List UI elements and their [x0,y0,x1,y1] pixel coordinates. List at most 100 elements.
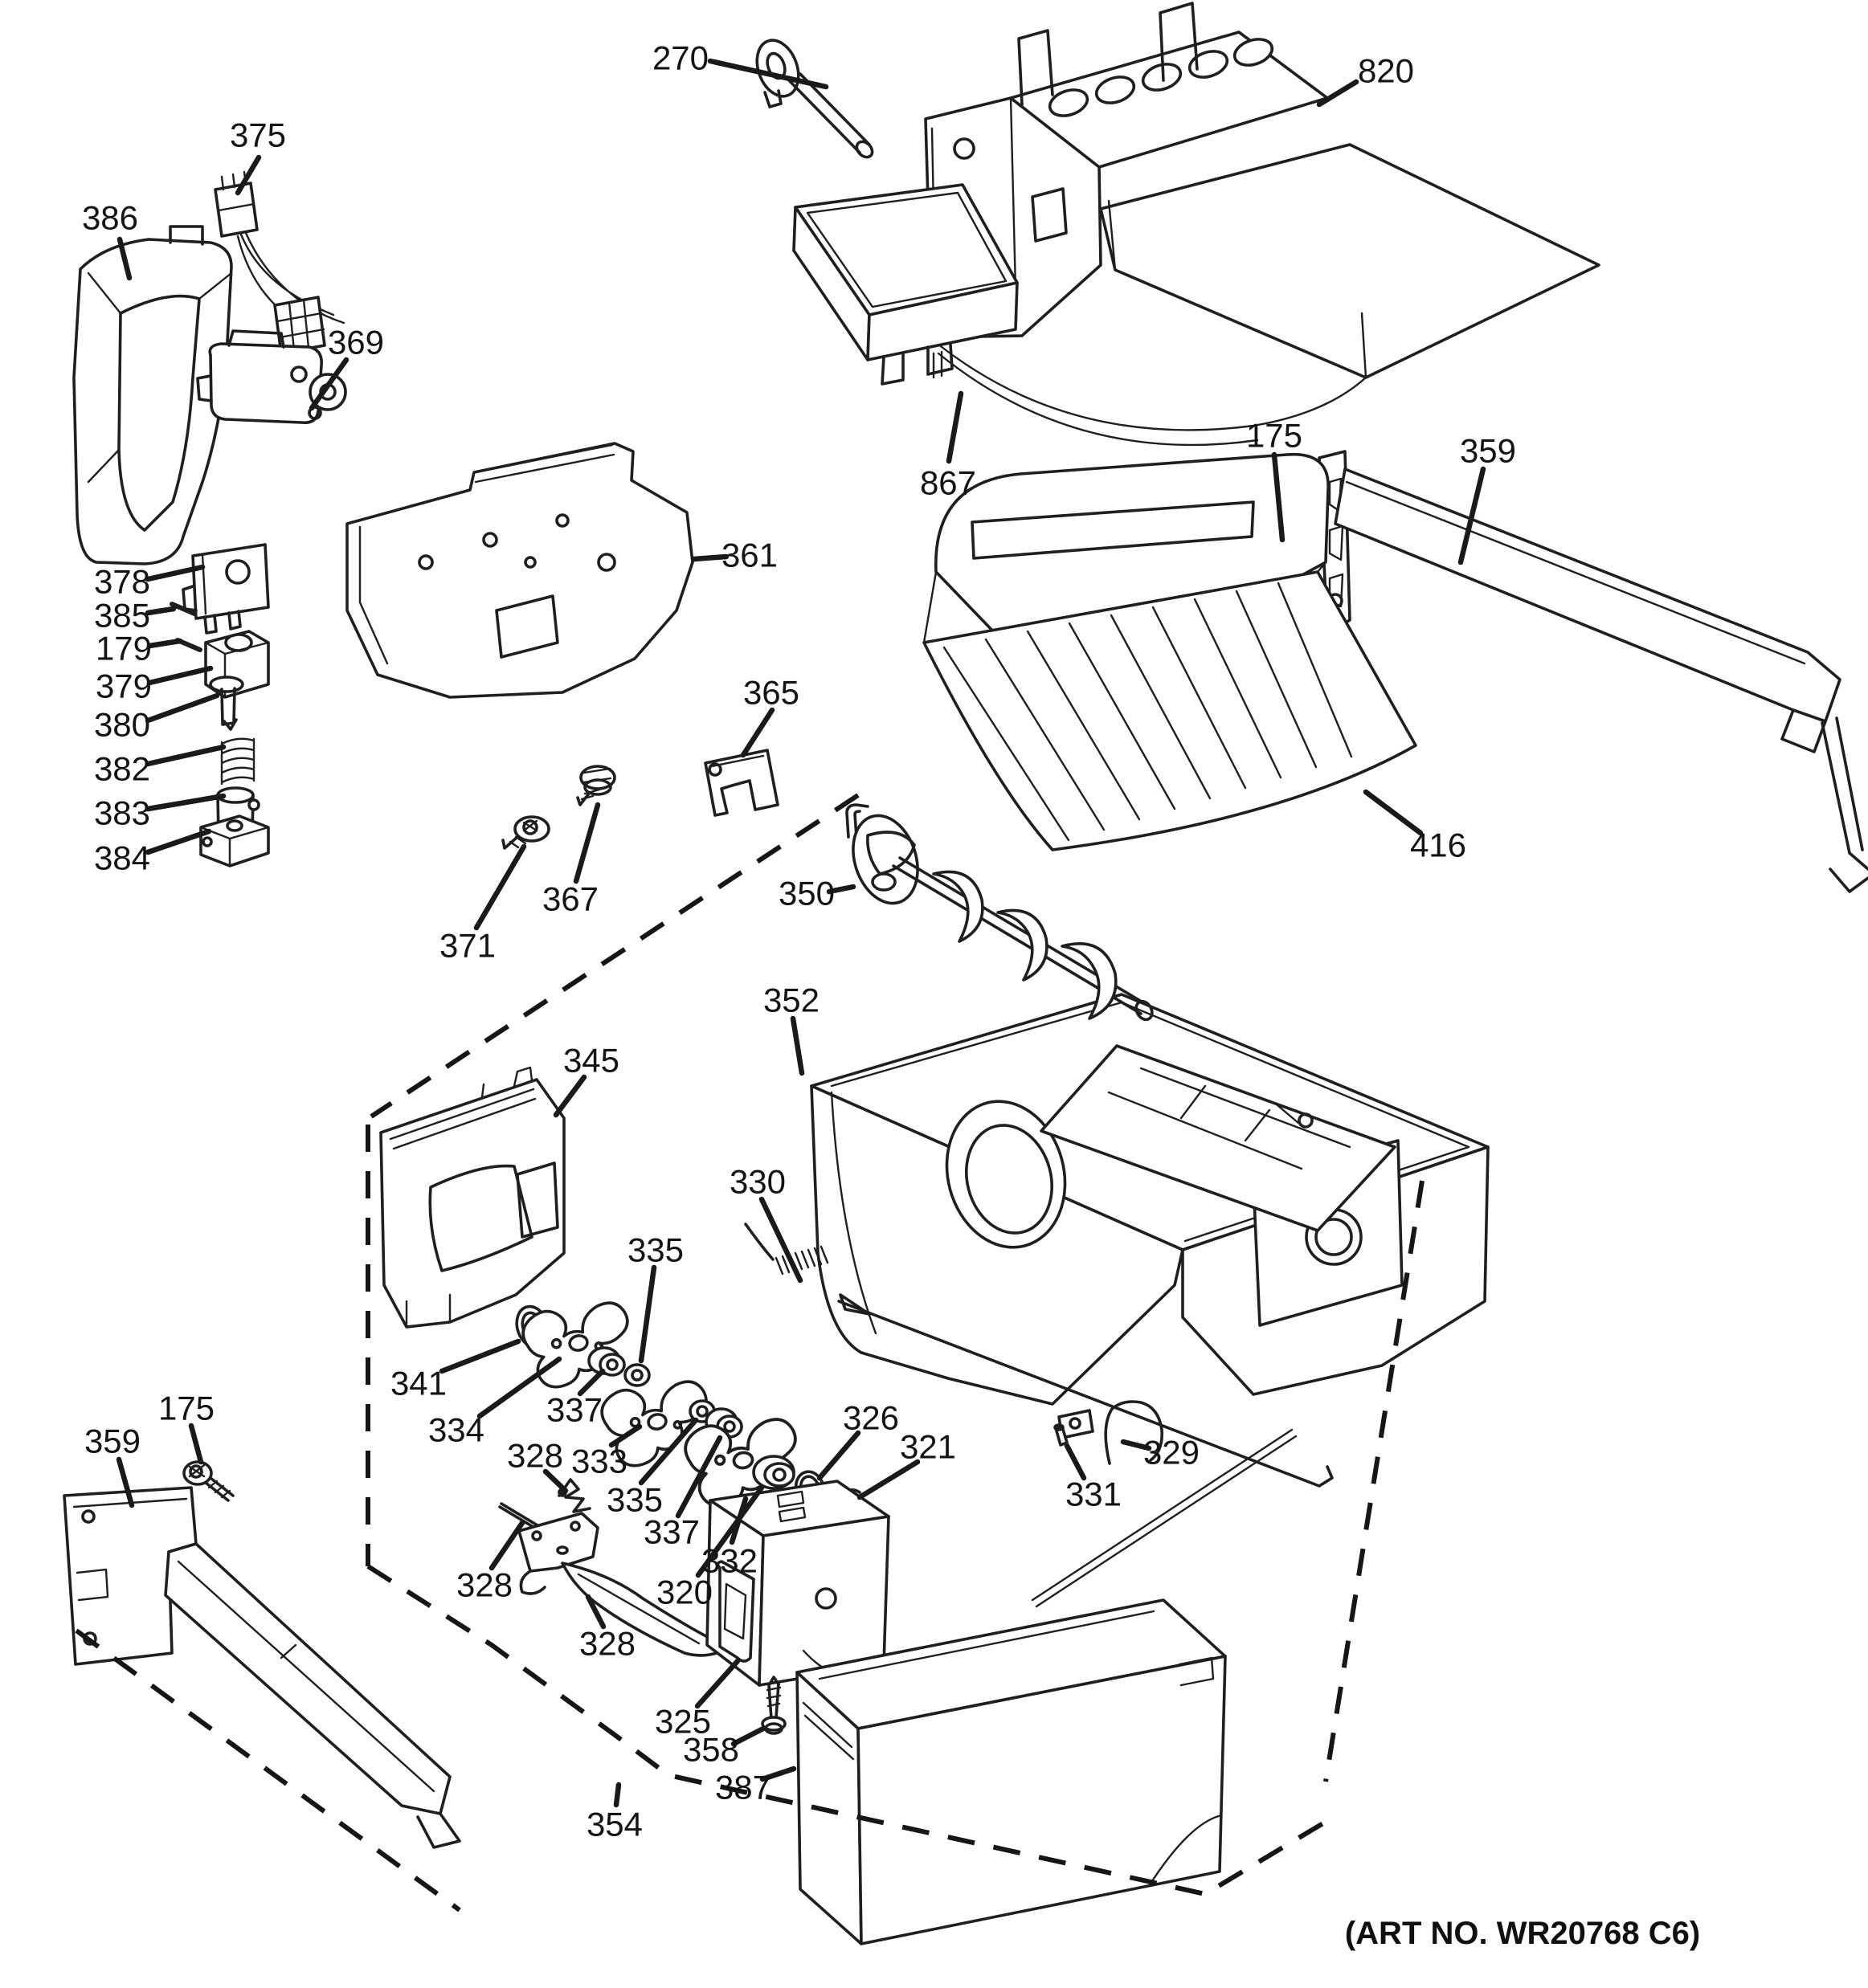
part-337-upper-bushing-drawing [587,1346,626,1377]
part-label-345: 345 [563,1042,619,1080]
leader-line-375 [235,154,262,196]
part-328-lever-drawing [517,1512,730,1657]
part-361-bracket-plate-drawing [345,442,694,699]
part-335-upper-washer-drawing [623,1363,651,1387]
part-320-hub-drawing [752,1455,795,1490]
part-label-329: 329 [1143,1434,1200,1472]
part-label-331: 331 [1065,1476,1122,1513]
art-number-text: (ART NO. WR20768 C6) [1345,1916,1700,1951]
part-label-326: 326 [843,1399,899,1437]
part-329-wire-hook-drawing [1057,1400,1164,1465]
part-label-387: 387 [715,1769,771,1806]
leader-line-335-lower [638,1417,699,1486]
leader-line-867 [946,390,964,464]
part-label-350: 350 [779,875,835,912]
leader-line-331 [1064,1443,1087,1481]
leader-line-337-upper [577,1368,606,1397]
part-label-359-top: 359 [1460,432,1516,470]
part-867-dispenser-bucket-drawing [792,183,1019,386]
part-350-auger-drawing [845,803,1154,1022]
part-label-358: 358 [683,1731,739,1769]
part-label-359-bottom: 359 [84,1423,141,1460]
part-820-icemaker-drawing [924,2,1600,447]
part-367-screw-drawing [576,765,616,806]
part-label-341: 341 [390,1365,447,1402]
assembly-boundary-dashed [75,793,1425,1912]
part-label-369: 369 [328,324,384,361]
part-label-330: 330 [730,1163,786,1201]
part-label-375: 375 [230,116,286,154]
part-358-screw-drawing [761,1676,787,1735]
part-label-328-c: 328 [579,1625,636,1663]
part-175-bottom-screw-drawing [182,1460,235,1502]
part-label-332: 332 [701,1542,758,1580]
part-label-867: 867 [920,464,976,502]
leader-line-359-top [1457,466,1486,565]
leader-lines-layer [116,58,1486,1808]
part-386-housing-drawing [72,225,233,565]
part-label-386: 386 [82,199,138,237]
part-345-side-plate-drawing [379,1066,566,1329]
part-387-housing-drawing [795,1428,1298,1945]
leader-line-321 [856,1459,921,1500]
part-label-328-b: 328 [456,1566,513,1604]
part-416-shelf-drawing [922,452,1417,851]
leader-line-335-upper [638,1264,657,1364]
leader-line-416 [1363,789,1424,836]
leader-line-337-lower [675,1435,723,1519]
leader-line-383 [145,793,227,812]
part-378-solenoid-drawing [182,543,270,635]
leader-line-820 [1316,79,1359,108]
leader-line-386 [116,236,133,281]
part-328-clip-drawing [558,1478,591,1513]
leader-line-341 [439,1338,521,1374]
leader-line-328-c [585,1594,607,1630]
part-label-385: 385 [94,597,150,635]
leader-line-371 [473,843,527,931]
leader-line-320 [695,1484,765,1578]
part-label-335-upper: 335 [627,1231,684,1269]
part-label-328-a: 328 [507,1437,563,1475]
leader-line-334 [476,1356,562,1419]
leader-line-175-top [1271,451,1286,543]
part-label-320: 320 [656,1574,713,1611]
leader-line-329 [1120,1439,1152,1451]
leader-line-358 [730,1725,766,1747]
leader-line-385 [145,606,177,616]
leader-line-365 [740,707,775,758]
part-label-384: 384 [94,839,150,877]
part-label-352: 352 [763,982,820,1019]
part-331-pin-drawing [1053,1423,1069,1447]
part-325-drive-module-drawing [705,1480,890,1687]
leader-line-387 [759,1766,797,1782]
leader-line-179 [146,638,183,649]
part-375-harness-drawing [214,170,345,355]
leader-line-369 [309,357,349,411]
leader-line-384 [145,828,212,855]
part-label-175-top: 175 [1246,417,1302,455]
part-label-179: 179 [96,630,152,667]
leader-line-350 [826,884,856,895]
part-365-clip-drawing [704,749,779,817]
part-label-416: 416 [1410,827,1466,864]
part-label-334: 334 [428,1411,484,1449]
part-382-spring-drawing [220,737,255,786]
leader-line-361 [691,553,730,562]
leader-line-352 [790,1015,805,1076]
leader-line-359-bottom [116,1456,135,1508]
part-label-175-bottom: 175 [158,1390,215,1427]
part-330-rod-spring-drawing [744,1223,1334,1488]
part-label-361: 361 [721,537,778,574]
leader-line-382 [145,744,227,767]
leader-line-380 [145,692,220,724]
part-label-365: 365 [743,674,799,712]
part-label-337-lower: 337 [644,1513,700,1551]
leader-line-325 [694,1658,741,1709]
part-label-380: 380 [94,706,150,744]
part-label-371: 371 [439,927,496,965]
part-380-plunger-drawing [209,676,244,731]
leader-line-270 [707,58,829,90]
